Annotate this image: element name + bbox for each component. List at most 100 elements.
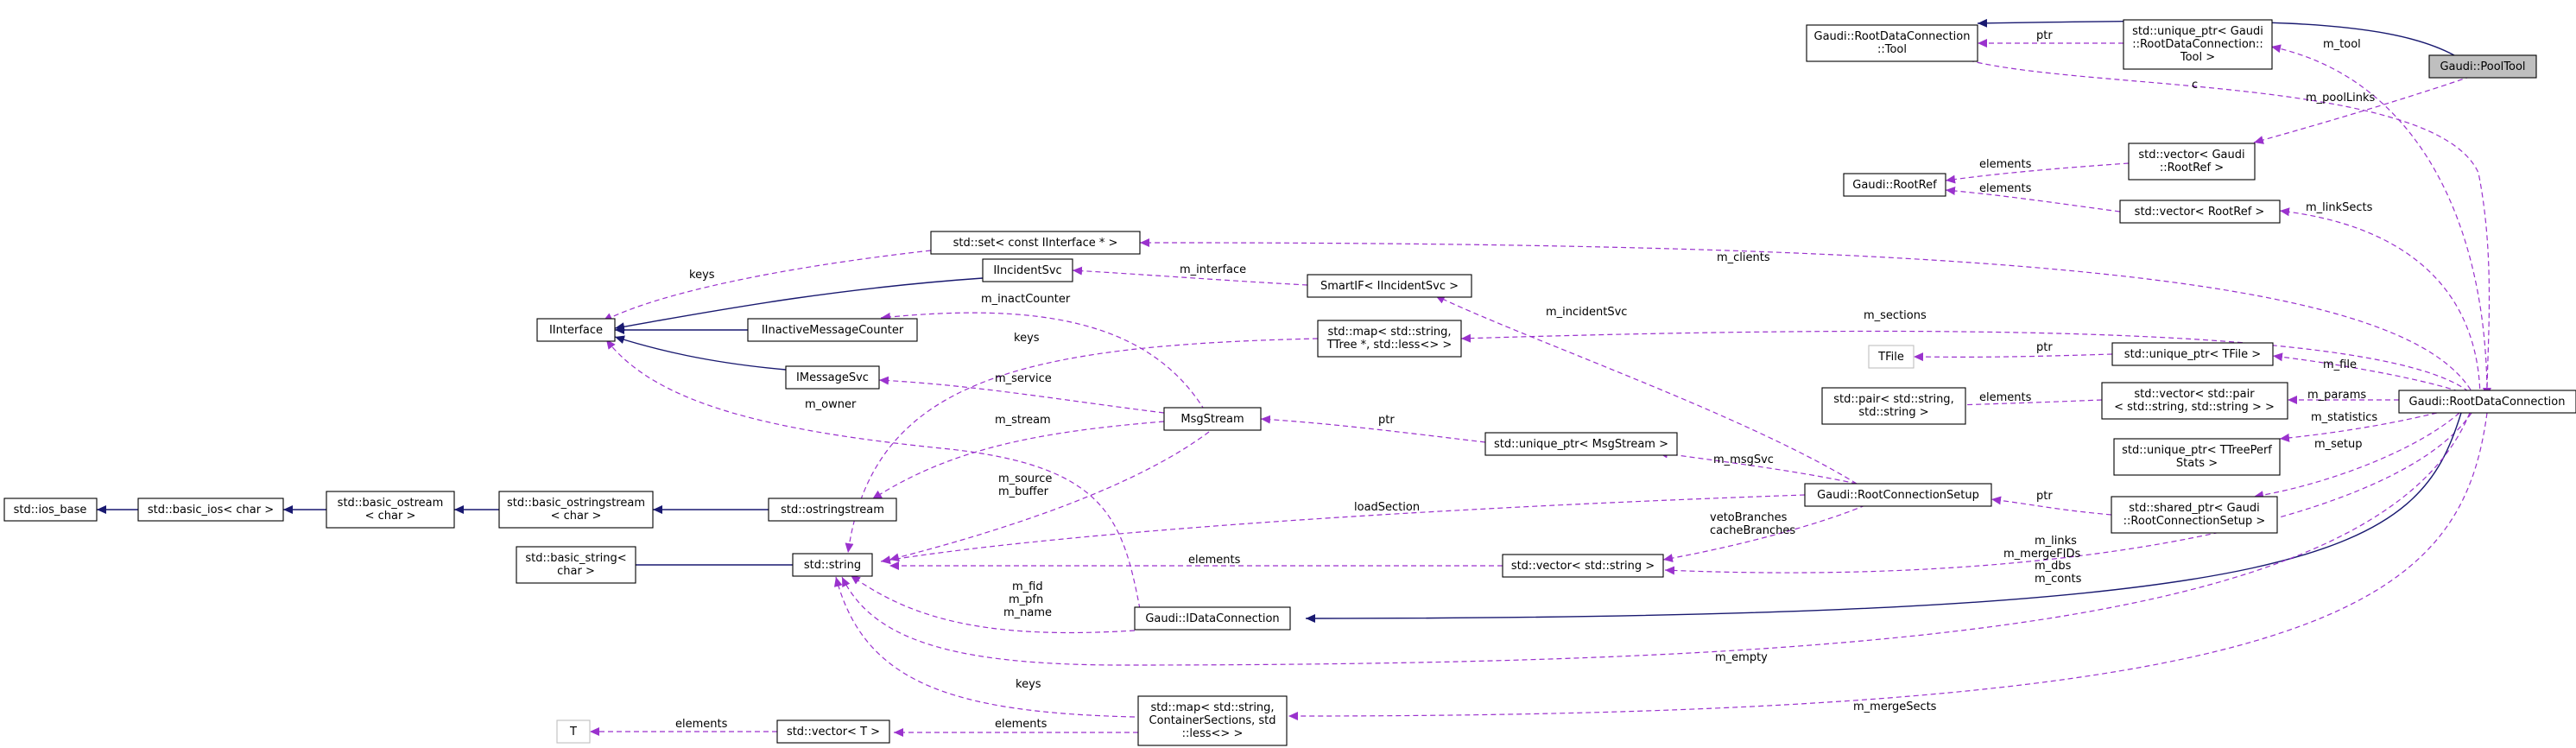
label-vetobranches: vetoBranches xyxy=(1710,511,1788,524)
node-unique-ptr-tfile[interactable]: std::unique_ptr< TFile > xyxy=(2111,342,2274,366)
label-elements-container: elements xyxy=(995,718,1047,731)
node-map-containersections-line2: ContainerSections, std xyxy=(1149,714,1276,727)
edge-m-inactcounter xyxy=(880,312,1206,411)
node-basic-ostringstream[interactable]: std::basic_ostringstream < char > xyxy=(498,491,654,529)
edge-c xyxy=(1968,60,2492,398)
node-vector-string-label: std::vector< std::string > xyxy=(1511,560,1655,573)
node-string[interactable]: std::string xyxy=(792,553,873,577)
node-unique-ptr-ttreeperfstats-line2: Stats > xyxy=(2176,457,2218,470)
edge-m-msgsvc xyxy=(1657,449,1858,485)
node-idataconnection[interactable]: Gaudi::IDataConnection xyxy=(1134,606,1291,631)
label-m-sections: m_sections xyxy=(1864,309,1927,322)
node-vector-string[interactable]: std::vector< std::string > xyxy=(1502,554,1664,578)
node-smartif-iincidentsvc[interactable]: SmartIF< IIncidentSvc > xyxy=(1307,274,1472,298)
node-unique-ptr-tfile-label: std::unique_ptr< TFile > xyxy=(2124,348,2261,361)
node-basic-ostringstream-line1: std::basic_ostringstream xyxy=(507,497,645,510)
node-shared-ptr-setup-line2: ::RootConnectionSetup > xyxy=(2123,515,2266,528)
node-basic-string[interactable]: std::basic_string< char > xyxy=(516,546,636,584)
label-m-msgsvc: m_msgSvc xyxy=(1713,453,1774,466)
node-iinactivemessagecounter[interactable]: IInactiveMessageCounter xyxy=(747,318,918,342)
node-rootdataconnection-label: Gaudi::RootDataConnection xyxy=(2409,396,2566,409)
label-m-incidentsvc: m_incidentSvc xyxy=(1546,306,1627,319)
node-rootconnectionsetup-label: Gaudi::RootConnectionSetup xyxy=(1817,489,1979,502)
edge-m-empty xyxy=(841,412,2471,666)
edge-m-linksects xyxy=(2279,207,2481,398)
node-rootref-label: Gaudi::RootRef xyxy=(1852,179,1937,192)
edge-m-links-group xyxy=(1664,412,2472,575)
node-pair-string[interactable]: std::pair< std::string, std::string > xyxy=(1821,387,1966,425)
label-m-params: m_params xyxy=(2307,389,2366,402)
node-ios-base[interactable]: std::ios_base xyxy=(3,498,98,522)
edge-imessagesvc-inherits-iinterface xyxy=(614,335,787,371)
node-basic-ostream[interactable]: std::basic_ostream < char > xyxy=(326,491,455,529)
node-rootdataconnection-tool[interactable]: Gaudi::RootDataConnection ::Tool xyxy=(1806,24,1978,62)
node-basic-ios[interactable]: std::basic_ios< char > xyxy=(137,498,284,522)
edge-iincidentsvc-inherits-iinterface xyxy=(614,277,984,332)
node-basic-ostream-line1: std::basic_ostream xyxy=(338,497,444,510)
node-map-ttree[interactable]: std::map< std::string, TTree *, std::les… xyxy=(1317,320,1462,358)
node-pooltool-label: Gaudi::PoolTool xyxy=(2440,60,2525,73)
label-keys-container: keys xyxy=(1016,678,1041,691)
edge-elements-vec-gaudi-rootref xyxy=(1945,162,2130,184)
node-vector-rootref-label: std::vector< RootRef > xyxy=(2135,206,2265,219)
edge-veto-cache xyxy=(1662,504,1866,563)
node-t[interactable]: T xyxy=(556,719,591,744)
edge-m-sections xyxy=(1460,330,2476,398)
node-basic-string-line2: char > xyxy=(557,565,595,578)
node-vector-gaudi-rootref-line1: std::vector< Gaudi xyxy=(2138,149,2244,162)
node-ostringstream[interactable]: std::ostringstream xyxy=(768,498,897,522)
label-ptr-msg: ptr xyxy=(1378,414,1395,427)
label-m-statistics: m_statistics xyxy=(2311,411,2377,424)
node-imessagesvc[interactable]: IMessageSvc xyxy=(785,365,880,390)
node-vector-t[interactable]: std::vector< T > xyxy=(776,719,890,744)
node-msgstream-label: MsgStream xyxy=(1180,413,1244,426)
label-m-file: m_file xyxy=(2323,358,2357,371)
node-pooltool[interactable]: Gaudi::PoolTool xyxy=(2428,54,2537,79)
node-iincidentsvc[interactable]: IIncidentSvc xyxy=(982,258,1073,282)
node-rootconnectionsetup[interactable]: Gaudi::RootConnectionSetup xyxy=(1804,483,1992,507)
edge-m-poollinks xyxy=(2253,70,2488,144)
node-unique-ptr-ttreeperfstats[interactable]: std::unique_ptr< TTreePerf Stats > xyxy=(2113,438,2281,476)
label-elements-vec-string: elements xyxy=(1188,554,1241,567)
node-unique-ptr-msgstream[interactable]: std::unique_ptr< MsgStream > xyxy=(1484,432,1678,456)
label-m-tool: m_tool xyxy=(2323,38,2361,51)
label-m-linksects: m_linkSects xyxy=(2306,201,2373,214)
label-m-pfn: m_pfn xyxy=(1009,593,1043,606)
edge-loadsection xyxy=(880,494,1806,565)
node-vector-rootref[interactable]: std::vector< RootRef > xyxy=(2119,200,2281,224)
node-unique-ptr-msgstream-label: std::unique_ptr< MsgStream > xyxy=(1494,438,1668,451)
edge-keys-set xyxy=(602,250,932,322)
node-basic-string-line1: std::basic_string< xyxy=(525,552,626,565)
node-map-containersections[interactable]: std::map< std::string, ContainerSections… xyxy=(1137,695,1288,746)
edge-m-fid-group xyxy=(850,574,1136,634)
node-rootdataconnection-tool-line1: Gaudi::RootDataConnection xyxy=(1814,30,1971,43)
edge-ptr-tfile xyxy=(1913,352,2113,362)
label-m-clients: m_clients xyxy=(1717,251,1770,264)
label-ptr-tfile: ptr xyxy=(2036,341,2053,354)
node-set-iinterface[interactable]: std::set< const IInterface * > xyxy=(930,231,1141,255)
edge-m-incidentsvc xyxy=(1434,295,1858,485)
node-idataconnection-label: Gaudi::IDataConnection xyxy=(1145,612,1279,625)
label-m-conts: m_conts xyxy=(2035,573,2082,586)
node-vector-gaudi-rootref[interactable]: std::vector< Gaudi ::RootRef > xyxy=(2128,143,2256,181)
label-m-fid: m_fid xyxy=(1012,580,1043,593)
node-vector-pair[interactable]: std::vector< std::pair < std::string, st… xyxy=(2101,382,2288,420)
node-msgstream[interactable]: MsgStream xyxy=(1163,407,1262,431)
node-rootref[interactable]: Gaudi::RootRef xyxy=(1843,173,1946,197)
label-keys-map: keys xyxy=(1014,332,1040,345)
node-unique-ptr-tool-line2: ::RootDataConnection:: xyxy=(2132,38,2263,51)
node-string-label: std::string xyxy=(804,559,861,572)
edge-m-stream xyxy=(871,421,1165,500)
node-map-ttree-line2: TTree *, std::less<> > xyxy=(1326,339,1453,352)
node-iinterface[interactable]: IInterface xyxy=(536,318,616,342)
node-shared-ptr-setup[interactable]: std::shared_ptr< Gaudi ::RootConnectionS… xyxy=(2111,496,2278,534)
node-unique-ptr-tool[interactable]: std::unique_ptr< Gaudi ::RootDataConnect… xyxy=(2123,19,2273,70)
label-m-owner: m_owner xyxy=(805,398,857,411)
edge-m-setup xyxy=(2253,412,2460,500)
label-m-setup: m_setup xyxy=(2314,438,2363,451)
node-tfile[interactable]: TFile xyxy=(1868,345,1915,369)
node-set-iinterface-label: std::set< const IInterface * > xyxy=(953,237,1118,250)
label-m-poollinks: m_poolLinks xyxy=(2306,92,2376,105)
node-rootdataconnection[interactable]: Gaudi::RootDataConnection xyxy=(2398,390,2576,414)
